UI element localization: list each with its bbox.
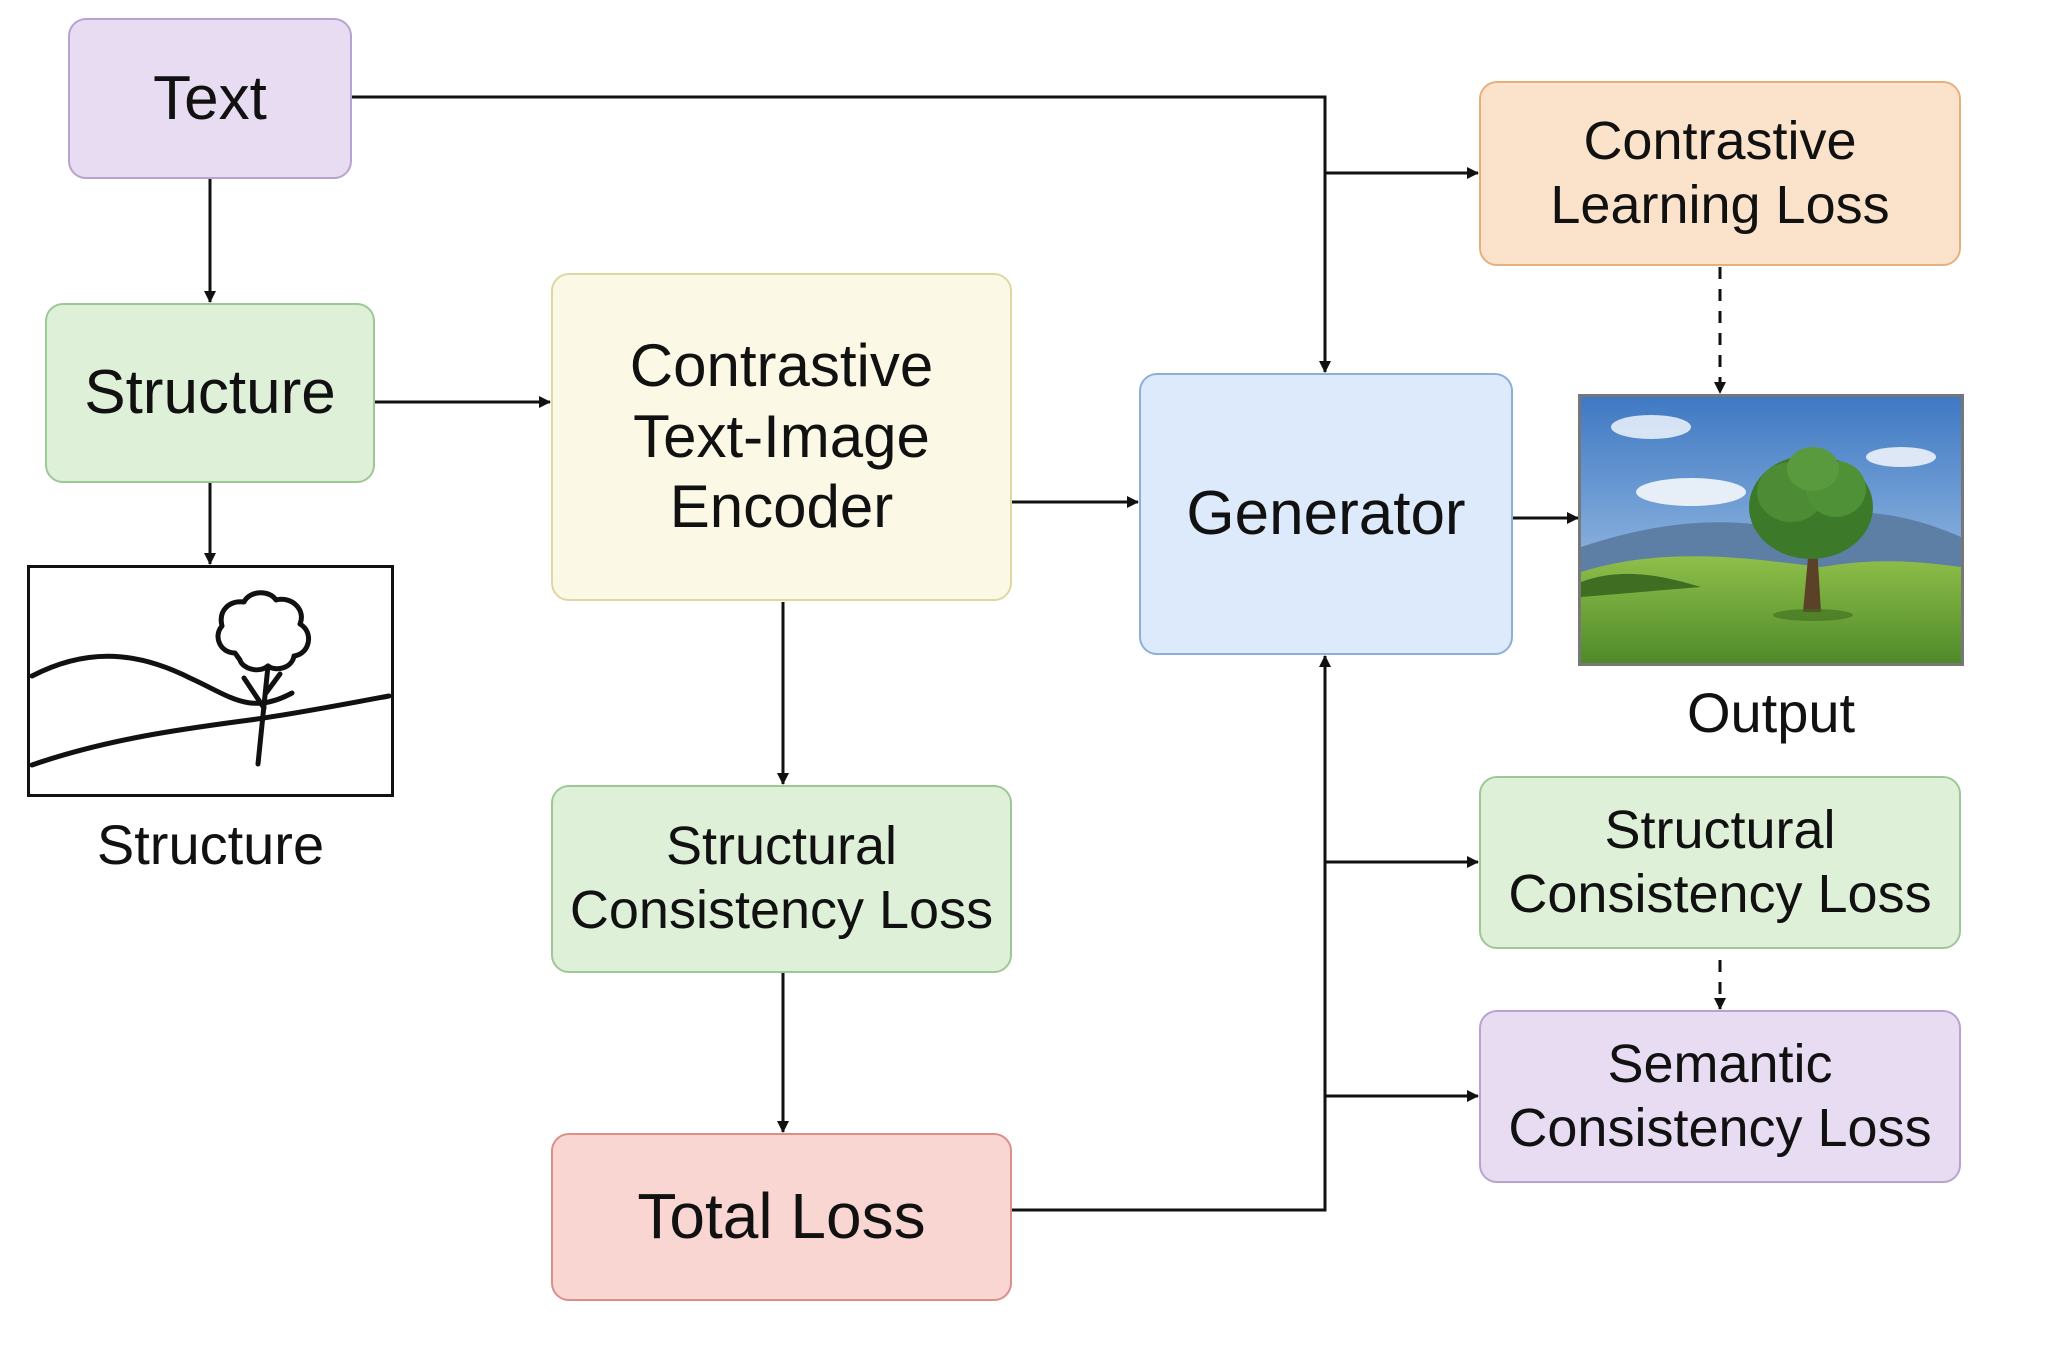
structural-consistency-loss-right: Structural Consistency Loss [1479, 776, 1961, 949]
structure-sketch-caption: Structure [96, 813, 325, 876]
landscape-tree-image [1581, 397, 1961, 663]
total-loss-node: Total Loss [551, 1133, 1012, 1301]
structural-consistency-loss-center: Structural Consistency Loss [551, 785, 1012, 973]
arrow-total-loss-to-generator [1012, 655, 1331, 1212]
output-landscape-image [1578, 394, 1964, 666]
arrow-text-to-generator [351, 95, 1331, 373]
structure-sketch-image [27, 565, 394, 797]
text-node: Text [68, 18, 352, 179]
tree-sketch-icon [29, 590, 392, 768]
generator-node: Generator [1139, 373, 1513, 655]
semantic-consistency-loss-node: Semantic Consistency Loss [1479, 1010, 1961, 1183]
output-caption: Output [1686, 681, 1856, 744]
structure-node: Structure [45, 303, 375, 483]
contrastive-text-image-encoder: Contrastive Text-Image Encoder [551, 273, 1012, 601]
contrastive-learning-loss-node: Contrastive Learning Loss [1479, 81, 1961, 266]
